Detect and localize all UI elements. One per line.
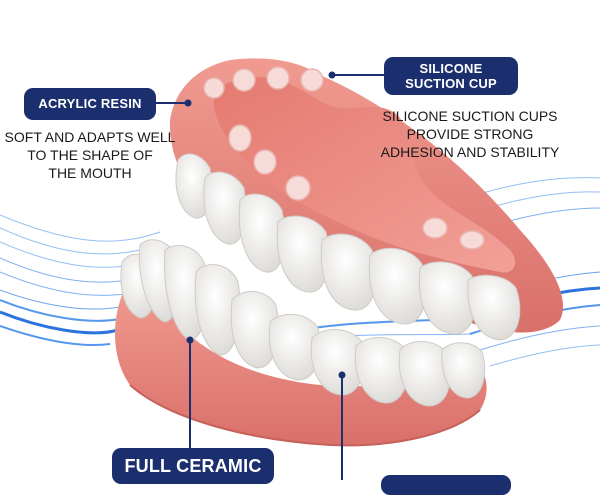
silicone-suction-description: SILICONE SUCTION CUPS PROVIDE STRONG ADH… bbox=[370, 107, 570, 161]
silicone-desc-line2: PROVIDE STRONG bbox=[406, 126, 534, 142]
lower-teeth bbox=[120, 239, 486, 407]
silicone-label-line1: SILICONE bbox=[419, 61, 483, 76]
acrylic-desc-line1: SOFT AND ADAPTS WELL bbox=[4, 129, 176, 145]
upper-teeth bbox=[175, 153, 521, 341]
acrylic-resin-description: SOFT AND ADAPTS WELL TO THE SHAPE OF THE… bbox=[0, 128, 180, 182]
silicone-label-line2: SUCTION CUP bbox=[405, 76, 497, 91]
suction-cups bbox=[203, 66, 485, 250]
upper-denture bbox=[169, 58, 564, 333]
denture-illustration bbox=[0, 58, 600, 480]
lower-denture bbox=[114, 288, 487, 447]
callout-lines bbox=[156, 71, 384, 480]
silicone-suction-cup-label: SILICONE SUCTION CUP bbox=[384, 57, 518, 95]
acrylic-resin-label: ACRYLIC RESIN bbox=[24, 88, 156, 120]
silicone-desc-line1: SILICONE SUCTION CUPS bbox=[382, 108, 558, 124]
full-ceramic-label: FULL CERAMIC bbox=[112, 448, 274, 484]
acrylic-desc-line3: THE MOUTH bbox=[48, 165, 132, 181]
silicone-desc-line3: ADHESION AND STABILITY bbox=[380, 144, 560, 160]
wave-lines-left bbox=[0, 214, 161, 347]
cropped-label-box bbox=[381, 475, 511, 495]
acrylic-desc-line2: TO THE SHAPE OF bbox=[27, 147, 153, 163]
